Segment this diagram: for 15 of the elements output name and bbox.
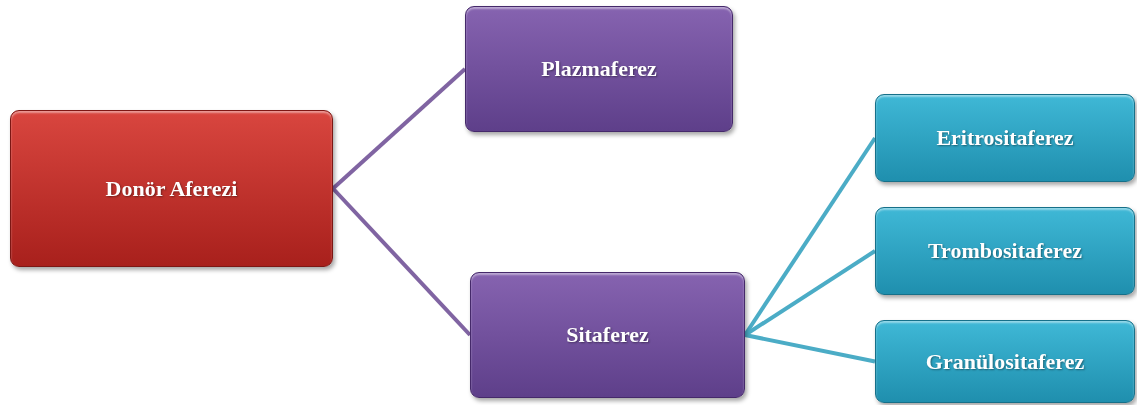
connector-line	[331, 187, 472, 337]
box-label: Plazmaferez	[540, 56, 658, 82]
process-box	[875, 207, 1135, 295]
connector-line	[744, 333, 876, 364]
connector-line	[331, 67, 467, 190]
box-label: Trombositaferez	[927, 238, 1083, 264]
box-label: Donör Aferezi	[104, 175, 239, 202]
process-box	[875, 320, 1135, 403]
box-label: Sitaferez	[565, 322, 650, 348]
process-box	[10, 110, 333, 267]
process-box	[465, 6, 733, 132]
process-box	[875, 94, 1135, 182]
box-label: Granülositaferez	[924, 348, 1086, 375]
process-box	[470, 272, 745, 398]
box-label: Eritrositaferez	[935, 125, 1075, 151]
